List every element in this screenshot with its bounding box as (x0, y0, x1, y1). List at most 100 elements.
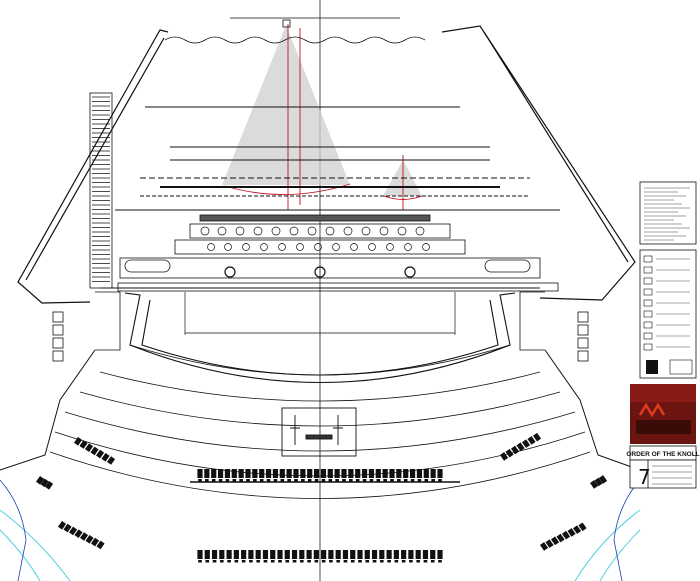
seat-back (239, 479, 243, 482)
seat-back (198, 560, 202, 563)
seat-back (256, 560, 260, 563)
stage-machinery (117, 214, 559, 292)
seat-back (430, 560, 435, 563)
seat (74, 529, 83, 539)
left-stair-tower (89, 92, 113, 289)
seat (279, 469, 285, 478)
seat (85, 535, 94, 544)
fixture-mark (278, 243, 286, 251)
seat-back (409, 560, 413, 563)
seat (320, 469, 327, 478)
seat (416, 469, 423, 478)
seat (408, 550, 414, 559)
seat (572, 525, 582, 534)
fixture-mark (242, 243, 250, 251)
seat-back (234, 560, 239, 563)
seat-back (423, 560, 428, 563)
legend-symbol (643, 288, 653, 296)
seat-back (417, 479, 422, 482)
seat-back (380, 560, 384, 563)
seat-back (246, 479, 250, 482)
seat-back (292, 560, 297, 563)
seat (300, 469, 306, 478)
seat-back (438, 479, 442, 482)
seat-back (362, 479, 367, 482)
seat-back (278, 560, 282, 563)
seat-back (416, 560, 420, 563)
seat-back (307, 560, 311, 563)
title-block: ORDER OF THE KNOLL 7 (626, 181, 700, 489)
seat-back (335, 479, 339, 482)
side-boxes-left (52, 291, 121, 362)
seat-back (220, 560, 224, 563)
fixture-mark (296, 243, 304, 251)
seat-back (438, 560, 442, 563)
seat (245, 469, 251, 478)
seat (293, 469, 299, 478)
seat (357, 550, 363, 559)
seat-back (314, 560, 319, 563)
seat-back (355, 479, 360, 482)
seat (284, 550, 290, 559)
seat (57, 521, 67, 530)
seat (265, 469, 272, 478)
outer-walls (17, 25, 636, 304)
fixture-mark (325, 226, 335, 236)
fixture-mark (314, 266, 326, 278)
seat (368, 469, 375, 478)
seat (598, 475, 608, 484)
seat-back (350, 560, 355, 563)
project-title: ORDER OF THE KNOLL (626, 451, 699, 458)
seat-back (285, 560, 290, 563)
row-arc (129, 344, 511, 376)
seat-back (218, 479, 223, 482)
seat (217, 469, 224, 478)
seat (197, 469, 203, 478)
fixture-mark (200, 226, 210, 236)
seat-back (253, 479, 257, 482)
fixture-mark (350, 243, 358, 251)
seat (306, 550, 312, 559)
row-arc (49, 451, 591, 499)
seat-back (365, 560, 370, 563)
fixture-mark (307, 226, 317, 236)
seat (409, 469, 416, 478)
seat (389, 469, 395, 478)
fixture-mark (361, 226, 371, 236)
seat (63, 523, 72, 533)
seat-back (390, 479, 394, 482)
seat (335, 550, 341, 559)
legend-symbol (643, 310, 653, 318)
seat-back (270, 560, 275, 563)
seat-back (205, 479, 209, 482)
seat (224, 469, 231, 478)
fixture-mark (343, 226, 353, 236)
center-seat-row-front (197, 469, 443, 482)
seat (545, 539, 554, 548)
seat (219, 550, 225, 559)
seat (334, 469, 340, 478)
stage-rails (115, 106, 560, 211)
seat (556, 533, 565, 543)
seat (342, 550, 349, 559)
seat (430, 550, 436, 559)
seat-back (328, 479, 333, 482)
seat (241, 550, 247, 559)
seat (299, 550, 305, 559)
seat (430, 469, 436, 478)
row-arc (99, 371, 541, 402)
seat (561, 530, 571, 540)
seat-back (358, 560, 362, 563)
top-curtain-wave (164, 17, 426, 44)
seat-back (294, 479, 298, 482)
seat (96, 540, 105, 550)
seat (401, 550, 407, 559)
seat (73, 437, 83, 446)
seat-back (403, 479, 408, 482)
seat (84, 443, 94, 453)
seat (277, 550, 283, 559)
seat-back (329, 560, 333, 563)
row-arc (64, 411, 576, 452)
legend-symbol (643, 299, 653, 307)
seat (350, 550, 356, 559)
